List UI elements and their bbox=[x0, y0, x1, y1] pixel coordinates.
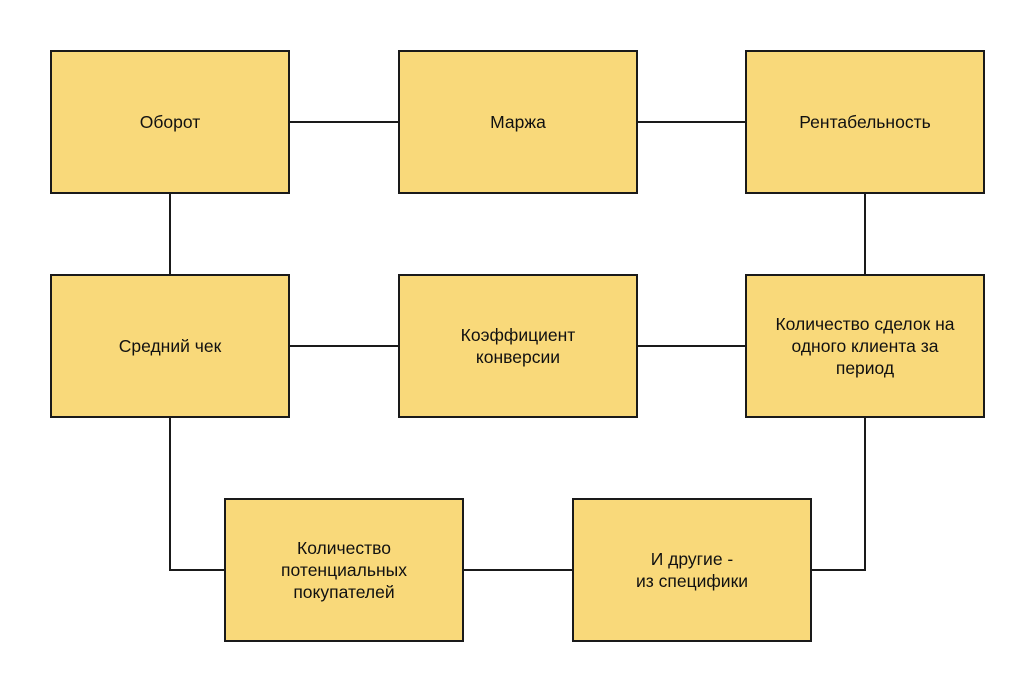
node-label-turnover: Оборот bbox=[139, 112, 201, 132]
node-label-potential-buyers: Количество потенциальных покупателей bbox=[281, 538, 407, 602]
node-label-conversion-rate: Коэффициент конверсии bbox=[460, 325, 576, 367]
node-label-margin: Маржа bbox=[490, 112, 546, 132]
node-potential-buyers: Количество потенциальных покупателей bbox=[224, 498, 464, 642]
node-conversion-rate: Коэффициент конверсии bbox=[398, 274, 638, 418]
node-turnover: Оборот bbox=[50, 50, 290, 194]
edge-average-check-potential-buyers bbox=[169, 418, 224, 571]
node-profitability: Рентабельность bbox=[745, 50, 985, 194]
node-label-profitability: Рентабельность bbox=[799, 112, 931, 132]
node-label-deals-per-client: Количество сделок на одного клиента за п… bbox=[775, 314, 955, 378]
node-others: И другие - из специфики bbox=[572, 498, 812, 642]
node-label-average-check: Средний чек bbox=[118, 336, 222, 356]
node-average-check: Средний чек bbox=[50, 274, 290, 418]
node-margin: Маржа bbox=[398, 50, 638, 194]
node-deals-per-client: Количество сделок на одного клиента за п… bbox=[745, 274, 985, 418]
node-label-others: И другие - из специфики bbox=[635, 549, 749, 591]
edge-deals-per-client-others bbox=[812, 418, 866, 571]
